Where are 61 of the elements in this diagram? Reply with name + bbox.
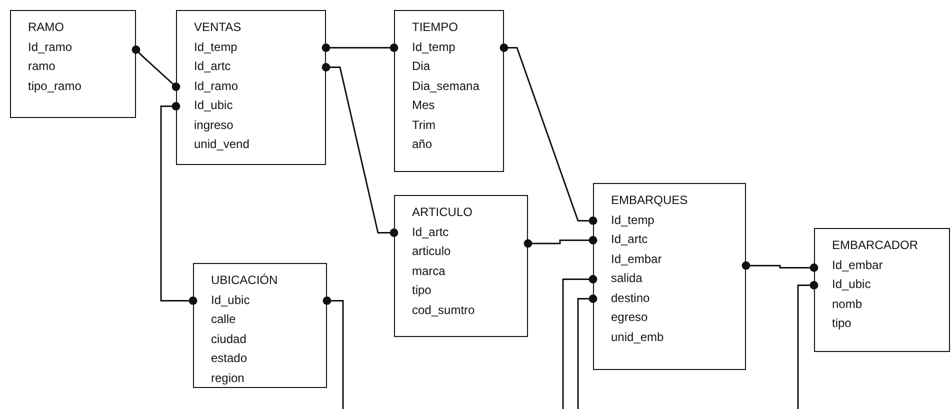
- field-name: ramo: [28, 58, 56, 75]
- field-name: tipo: [412, 282, 432, 299]
- field-name: Id_temp: [412, 38, 456, 56]
- field-name: calle: [211, 311, 236, 328]
- field-name: estado: [211, 350, 248, 367]
- relationship-line: [132, 46, 180, 91]
- relationship-line: [322, 296, 344, 409]
- field-name: Trim: [412, 116, 436, 134]
- table-box: [394, 195, 528, 337]
- field-name: tipo_ramo: [28, 78, 82, 94]
- field-name: Id_ramo: [28, 38, 72, 56]
- field-name: Id_ubic: [211, 292, 250, 308]
- relationship-line: [322, 44, 398, 52]
- field-name: nomb: [832, 296, 862, 312]
- table-box: [394, 10, 504, 172]
- field-name: Id_ramo: [194, 78, 238, 94]
- relationship-line: [322, 63, 398, 237]
- table-box: [10, 10, 136, 118]
- table-box: [814, 228, 950, 352]
- field-name: ciudad: [211, 330, 246, 348]
- field-name: salida: [611, 270, 642, 287]
- table-name: UBICACIÓN: [211, 272, 278, 289]
- field-name: destino: [611, 290, 650, 306]
- field-name: Id_temp: [194, 38, 238, 56]
- relationship-line: [577, 294, 598, 409]
- relationship-line: [500, 44, 598, 225]
- field-name: Id_artc: [194, 58, 231, 75]
- field-name: region: [211, 370, 244, 386]
- field-name: cod_sumtro: [412, 302, 475, 318]
- relationship-line: [160, 102, 198, 305]
- field-name: Id_embar: [611, 250, 662, 268]
- field-name: Mes: [412, 97, 435, 114]
- field-name: tipo: [832, 315, 852, 332]
- table-name: EMBARCADOR: [832, 237, 918, 254]
- relationship-line: [562, 275, 598, 409]
- field-name: Id_temp: [611, 212, 654, 228]
- field-name: Id_embar: [832, 256, 883, 274]
- table-box: [193, 263, 327, 388]
- table-name: TIEMPO: [412, 19, 458, 36]
- field-name: Id_artc: [611, 231, 648, 248]
- field-name: Dia: [412, 58, 430, 75]
- field-name: Dia_semana: [412, 78, 480, 94]
- field-name: articulo: [412, 243, 451, 260]
- field-name: unid_emb: [611, 328, 664, 346]
- field-name: egreso: [611, 309, 648, 326]
- field-name: Id_ubic: [832, 276, 871, 293]
- field-name: marca: [412, 262, 446, 280]
- table-name: ARTICULO: [412, 204, 472, 221]
- field-name: ingreso: [194, 116, 234, 134]
- table-name: VENTAS: [194, 19, 242, 36]
- field-name: unid_vend: [194, 136, 250, 153]
- table-name: RAMO: [28, 19, 64, 36]
- table-box: [176, 10, 326, 165]
- relationship-line: [524, 236, 598, 248]
- field-name: año: [412, 136, 432, 153]
- relationship-line: [797, 281, 818, 409]
- table-box: [593, 183, 746, 370]
- field-name: Id_artc: [412, 224, 449, 240]
- relationship-line: [742, 261, 818, 272]
- table-name: EMBARQUES: [611, 192, 688, 209]
- field-name: Id_ubic: [194, 97, 233, 114]
